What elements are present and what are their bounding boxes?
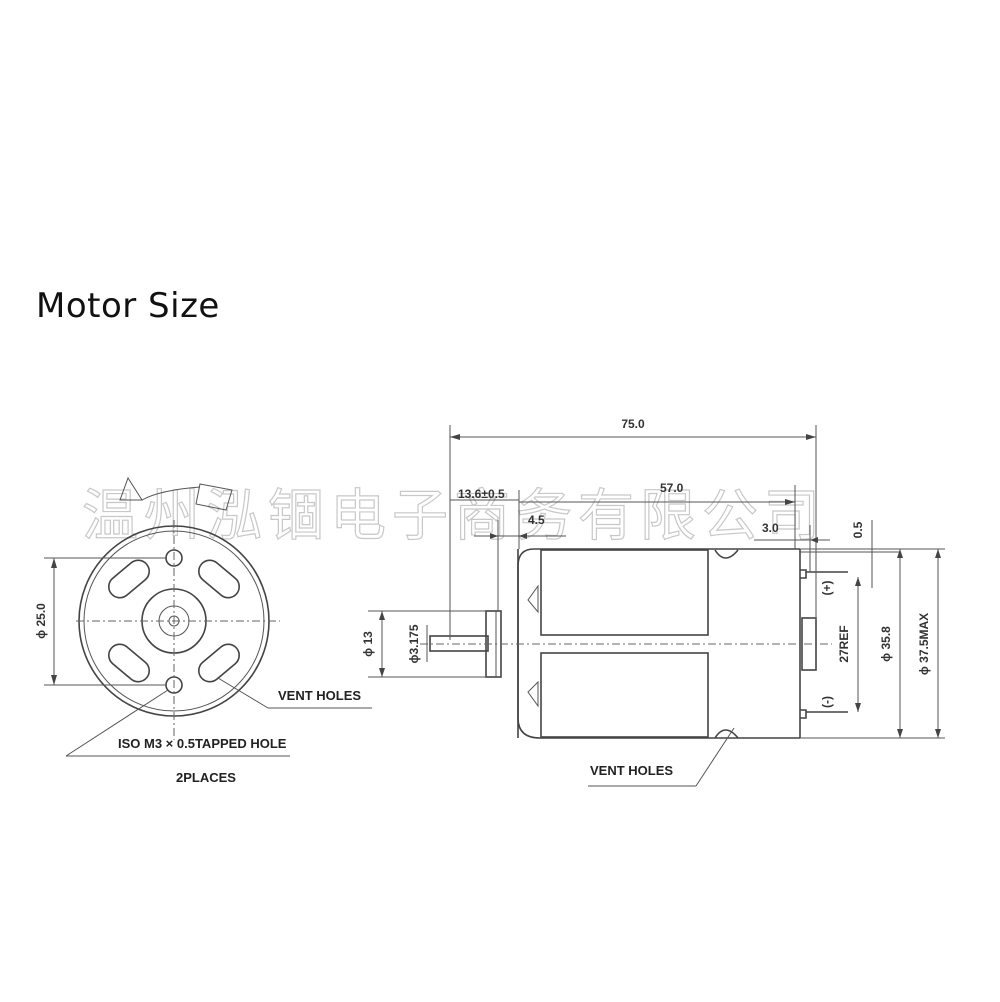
dim-body-length: 57.0 xyxy=(660,481,684,495)
label-minus-terminal: (-) xyxy=(820,696,834,708)
magnet-lower xyxy=(540,652,709,738)
dim-shaft-dia: ϕ3.175 xyxy=(407,624,421,663)
label-plus-terminal: (+) xyxy=(820,580,834,595)
vent-slot xyxy=(108,559,150,599)
vent-slot xyxy=(198,559,240,599)
dim-overall-length: 75.0 xyxy=(621,417,645,431)
vent-slot xyxy=(108,643,150,683)
dim-terminal-ref: 27REF xyxy=(837,625,851,662)
label-vent-holes-side: VENT HOLES xyxy=(590,763,673,778)
dim-terminal-offset: 3.0 xyxy=(762,521,779,535)
watermark-text: 温州泓锢电子商务有限公司 xyxy=(82,484,826,549)
page-title: Motor Size xyxy=(36,286,220,326)
dim-body-dia: ϕ 37.5MAX xyxy=(917,613,931,675)
side-view: 75.0 13.6±0.5 57.0 4.5 3.0 0.5 ϕ 13 ϕ3.1… xyxy=(361,417,945,787)
rotation-arrow-icon xyxy=(119,476,143,501)
dim-inner-dia: ϕ 35.8 xyxy=(879,626,893,662)
label-tapped-hole: ISO M3 × 0.5TAPPED HOLE xyxy=(118,736,287,751)
dim-hole-spacing: ϕ 25.0 xyxy=(34,603,48,639)
dim-boss-length: 4.5 xyxy=(528,513,545,527)
label-2places: 2PLACES xyxy=(176,770,236,785)
label-vent-holes-end: VENT HOLES xyxy=(278,688,361,703)
end-view: ϕ 25.0 ISO M3 × 0.5TAPPED HOLE 2PLACES V… xyxy=(34,476,372,785)
dim-terminal-gap: 0.5 xyxy=(851,521,865,538)
dim-shaft-length: 13.6±0.5 xyxy=(458,487,505,501)
dim-boss-dia: ϕ 13 xyxy=(361,631,375,657)
magnet-upper xyxy=(540,549,709,636)
vent-slot xyxy=(198,643,240,683)
